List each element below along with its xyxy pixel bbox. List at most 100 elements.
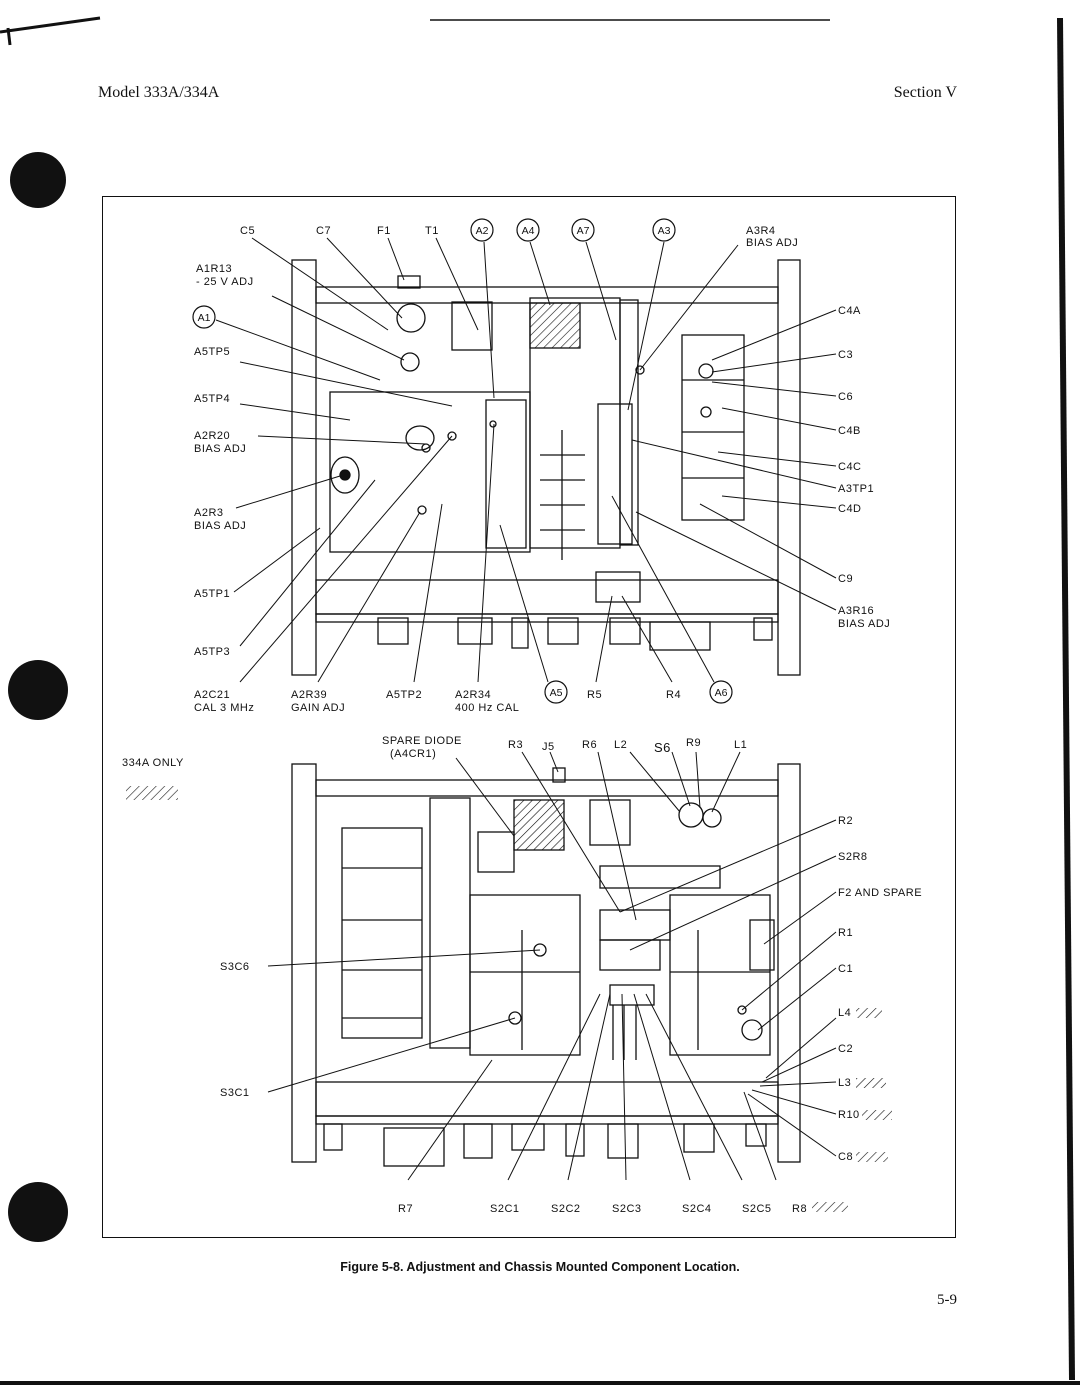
assembly-a6-circle	[709, 680, 733, 704]
label-c4d: C4D	[838, 503, 862, 515]
label-a1r13-sub: - 25 V ADJ	[196, 276, 254, 288]
label-r1: R1	[838, 927, 853, 939]
l4-hatch	[856, 1008, 882, 1018]
label-spare-diode: SPARE DIODE	[382, 735, 462, 747]
label-l2: L2	[614, 739, 627, 751]
label-r2: R2	[838, 815, 853, 827]
assembly-a7-circle	[571, 218, 595, 242]
top-leader-lines	[215, 237, 837, 683]
label-l3: L3	[838, 1077, 851, 1089]
label-a3tp1: A3TP1	[838, 483, 874, 495]
label-a2r20: A2R20	[194, 430, 230, 442]
binding-hole-1	[10, 152, 66, 208]
label-j5: J5	[542, 741, 555, 753]
legend-hatch-swatch	[126, 786, 178, 800]
label-s2r8: S2R8	[838, 851, 868, 863]
label-r3: R3	[508, 739, 523, 751]
label-a2r39: A2R39	[291, 689, 327, 701]
label-s3c1: S3C1	[220, 1087, 250, 1099]
label-s6: S6	[654, 740, 671, 755]
label-r5: R5	[587, 689, 602, 701]
label-s2c4: S2C4	[682, 1203, 712, 1215]
label-a3r16-sub: BIAS ADJ	[838, 618, 890, 630]
label-r6: R6	[582, 739, 597, 751]
top-labels: C5 C7 F1 T1 A3R4 BIAS ADJ A1R13 - 25 V A…	[194, 225, 890, 714]
top-chassis	[291, 259, 801, 676]
assembly-a5-circle	[544, 680, 568, 704]
label-a5tp2: A5TP2	[386, 689, 422, 701]
label-r4: R4	[666, 689, 681, 701]
label-334a-only: 334A ONLY	[122, 757, 184, 769]
r8-hatch	[812, 1202, 848, 1212]
assembly-a4-circle	[516, 218, 540, 242]
label-a3r4: A3R4	[746, 225, 776, 237]
label-a2c21-sub: CAL 3 MHz	[194, 702, 254, 714]
label-c4c: C4C	[838, 461, 862, 473]
l3-hatch	[856, 1078, 886, 1088]
c8-hatch	[856, 1152, 888, 1162]
label-c4b: C4B	[838, 425, 861, 437]
assembly-markers	[192, 218, 733, 704]
label-a1r13: A1R13	[196, 263, 232, 275]
label-a3r16: A3R16	[838, 605, 874, 617]
figure-frame	[102, 196, 956, 1238]
header-section: Section V	[893, 84, 957, 101]
label-c4a: C4A	[838, 305, 861, 317]
header-model: Model 333A/334A	[98, 84, 220, 101]
label-t1: T1	[425, 225, 439, 237]
label-s3c6: S3C6	[220, 961, 250, 973]
label-s2c5: S2C5	[742, 1203, 772, 1215]
label-a2c21: A2C21	[194, 689, 230, 701]
assembly-a2: A2	[476, 225, 489, 237]
bottom-labels: 334A ONLY SPARE DIODE (A4CR1) R3 J5 R6 L…	[122, 735, 922, 1215]
label-l1: L1	[734, 739, 747, 751]
label-c6: C6	[838, 391, 853, 403]
label-a3r4-sub: BIAS ADJ	[746, 237, 798, 249]
label-a5tp4: A5TP4	[194, 393, 230, 405]
assembly-a7: A7	[577, 225, 590, 237]
label-r8: R8	[792, 1203, 807, 1215]
assembly-a4: A4	[522, 225, 535, 237]
label-f2-and-spare: F2 AND SPARE	[838, 887, 922, 899]
label-r7: R7	[398, 1203, 413, 1215]
label-a2r3: A2R3	[194, 507, 224, 519]
label-c2: C2	[838, 1043, 853, 1055]
label-c7: C7	[316, 225, 331, 237]
assembly-a3: A3	[658, 225, 671, 237]
assembly-a5: A5	[550, 687, 563, 699]
label-a2r34-sub: 400 Hz CAL	[455, 702, 519, 714]
label-a2r34: A2R34	[455, 689, 491, 701]
label-a2r20-sub: BIAS ADJ	[194, 443, 246, 455]
label-c5: C5	[240, 225, 255, 237]
label-spare-diode-sub: (A4CR1)	[390, 748, 436, 760]
assembly-a2-circle	[470, 218, 494, 242]
label-c8: C8	[838, 1151, 853, 1163]
label-c9: C9	[838, 573, 853, 585]
assembly-a1-circle	[192, 305, 216, 329]
label-r10: R10	[838, 1109, 860, 1121]
r10-hatch	[862, 1110, 892, 1120]
bottom-leader-lines	[267, 751, 837, 1181]
label-r9: R9	[686, 737, 701, 749]
label-l4: L4	[838, 1007, 851, 1019]
label-a5tp5: A5TP5	[194, 346, 230, 358]
binding-hole-2	[8, 660, 68, 720]
page-number: 5-9	[937, 1292, 957, 1308]
label-c1: C1	[838, 963, 853, 975]
label-c3: C3	[838, 349, 853, 361]
label-a2r39-sub: GAIN ADJ	[291, 702, 345, 714]
label-s2c2: S2C2	[551, 1203, 581, 1215]
label-a5tp3: A5TP3	[194, 646, 230, 658]
assembly-a1: A1	[198, 312, 211, 324]
figure-caption: Figure 5-8. Adjustment and Chassis Mount…	[340, 1260, 740, 1274]
scan-artifacts	[0, 16, 1080, 1385]
assembly-a3-circle	[652, 218, 676, 242]
label-s2c3: S2C3	[612, 1203, 642, 1215]
binding-hole-3	[8, 1182, 68, 1242]
assembly-a6: A6	[715, 687, 728, 699]
label-f1: F1	[377, 225, 391, 237]
label-s2c1: S2C1	[490, 1203, 520, 1215]
label-a5tp1: A5TP1	[194, 588, 230, 600]
bottom-chassis	[291, 763, 801, 1167]
